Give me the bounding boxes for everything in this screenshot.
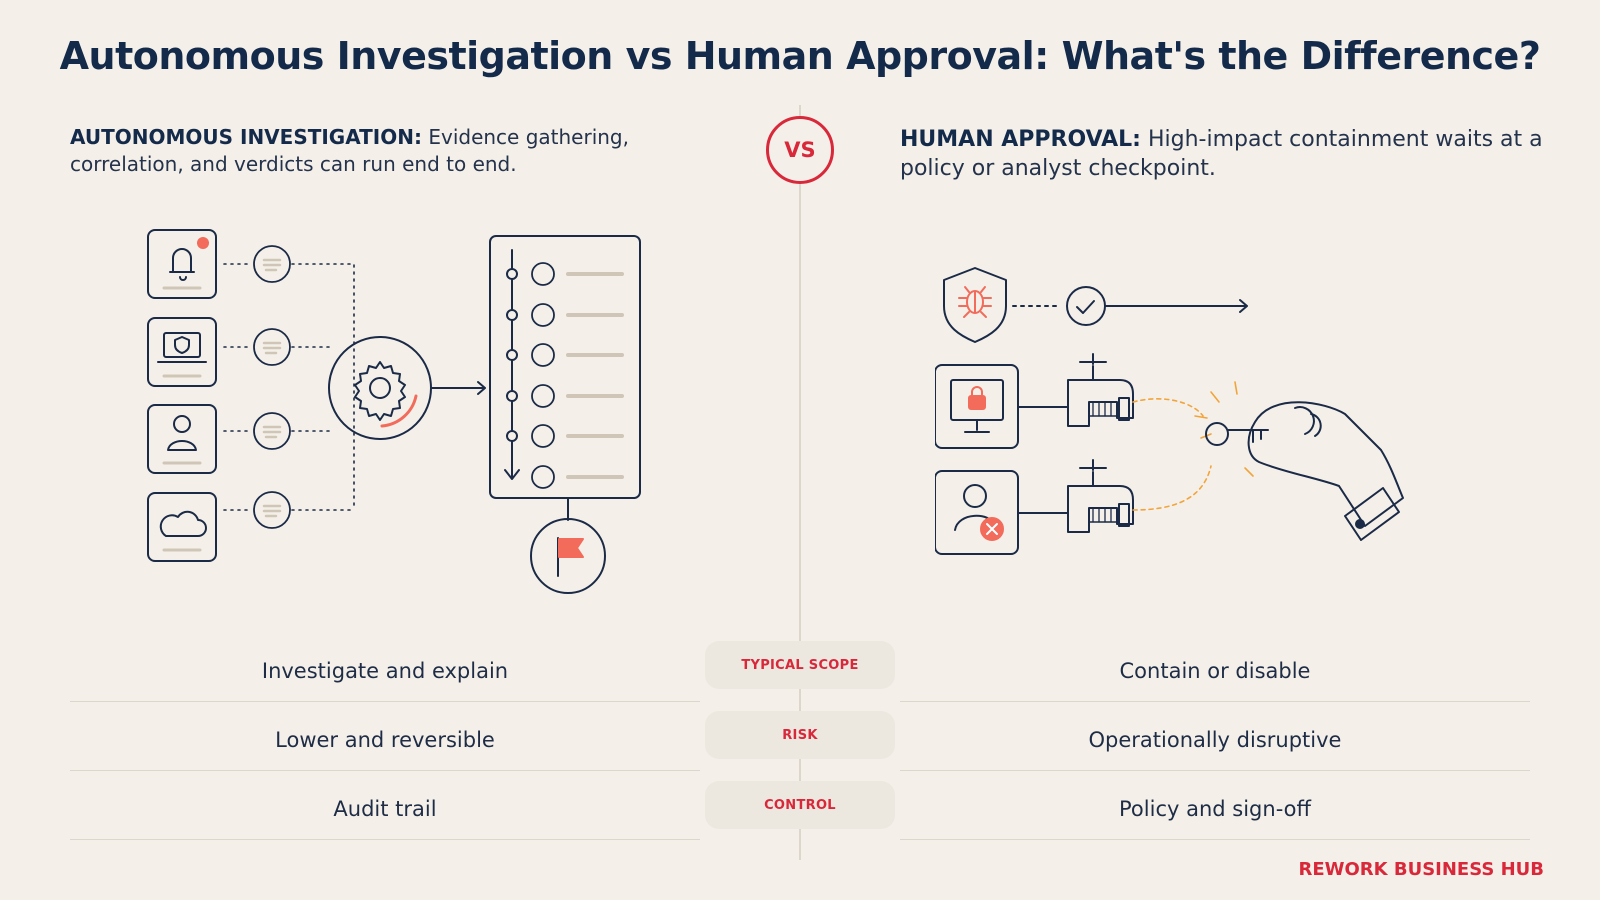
right-lead: HUMAN APPROVAL: High-impact containment … <box>900 125 1550 183</box>
clamp-icon <box>1067 353 1134 427</box>
label-control: CONTROL <box>705 781 895 829</box>
label-risk: RISK <box>705 711 895 759</box>
scope-right: Contain or disable <box>900 640 1530 702</box>
risk-left: Lower and reversible <box>70 709 700 771</box>
gear-icon <box>328 336 432 440</box>
brand-logo: REWORK BUSINESS HUB <box>1298 859 1544 880</box>
bug-shield-icon <box>943 267 1007 343</box>
evidence-nodes <box>253 245 291 529</box>
page-title: Autonomous Investigation vs Human Approv… <box>59 34 1541 78</box>
autonomous-illustration <box>140 222 670 607</box>
laptop-shield-icon <box>147 317 217 387</box>
risk-right: Operationally disruptive <box>900 709 1530 771</box>
center-divider <box>799 105 801 860</box>
vs-badge: VS <box>766 116 834 184</box>
user-icon <box>147 404 217 474</box>
flag-icon <box>530 518 606 594</box>
timeline-list-icon <box>489 235 641 499</box>
user-blocked-icon <box>935 470 1019 555</box>
cloud-icon <box>147 492 217 562</box>
right-description: High-impact containment waits at a polic… <box>900 127 1543 181</box>
label-typical-scope: TYPICAL SCOPE <box>705 641 895 689</box>
clamp-icon <box>1067 459 1134 533</box>
approval-illustration <box>935 262 1465 572</box>
left-description: Evidence gathering, correlation, and ver… <box>70 125 629 176</box>
right-heading: HUMAN APPROVAL: <box>900 127 1141 152</box>
left-lead: AUTONOMOUS INVESTIGATION: Evidence gathe… <box>70 124 630 178</box>
left-heading: AUTONOMOUS INVESTIGATION: <box>70 125 422 149</box>
key-hand-icon <box>1194 381 1404 541</box>
check-icon <box>1066 286 1106 326</box>
scope-left: Investigate and explain <box>70 640 700 702</box>
control-left: Audit trail <box>70 778 700 840</box>
locked-monitor-icon <box>935 364 1019 449</box>
control-right: Policy and sign-off <box>900 778 1530 840</box>
bell-icon <box>147 229 217 299</box>
